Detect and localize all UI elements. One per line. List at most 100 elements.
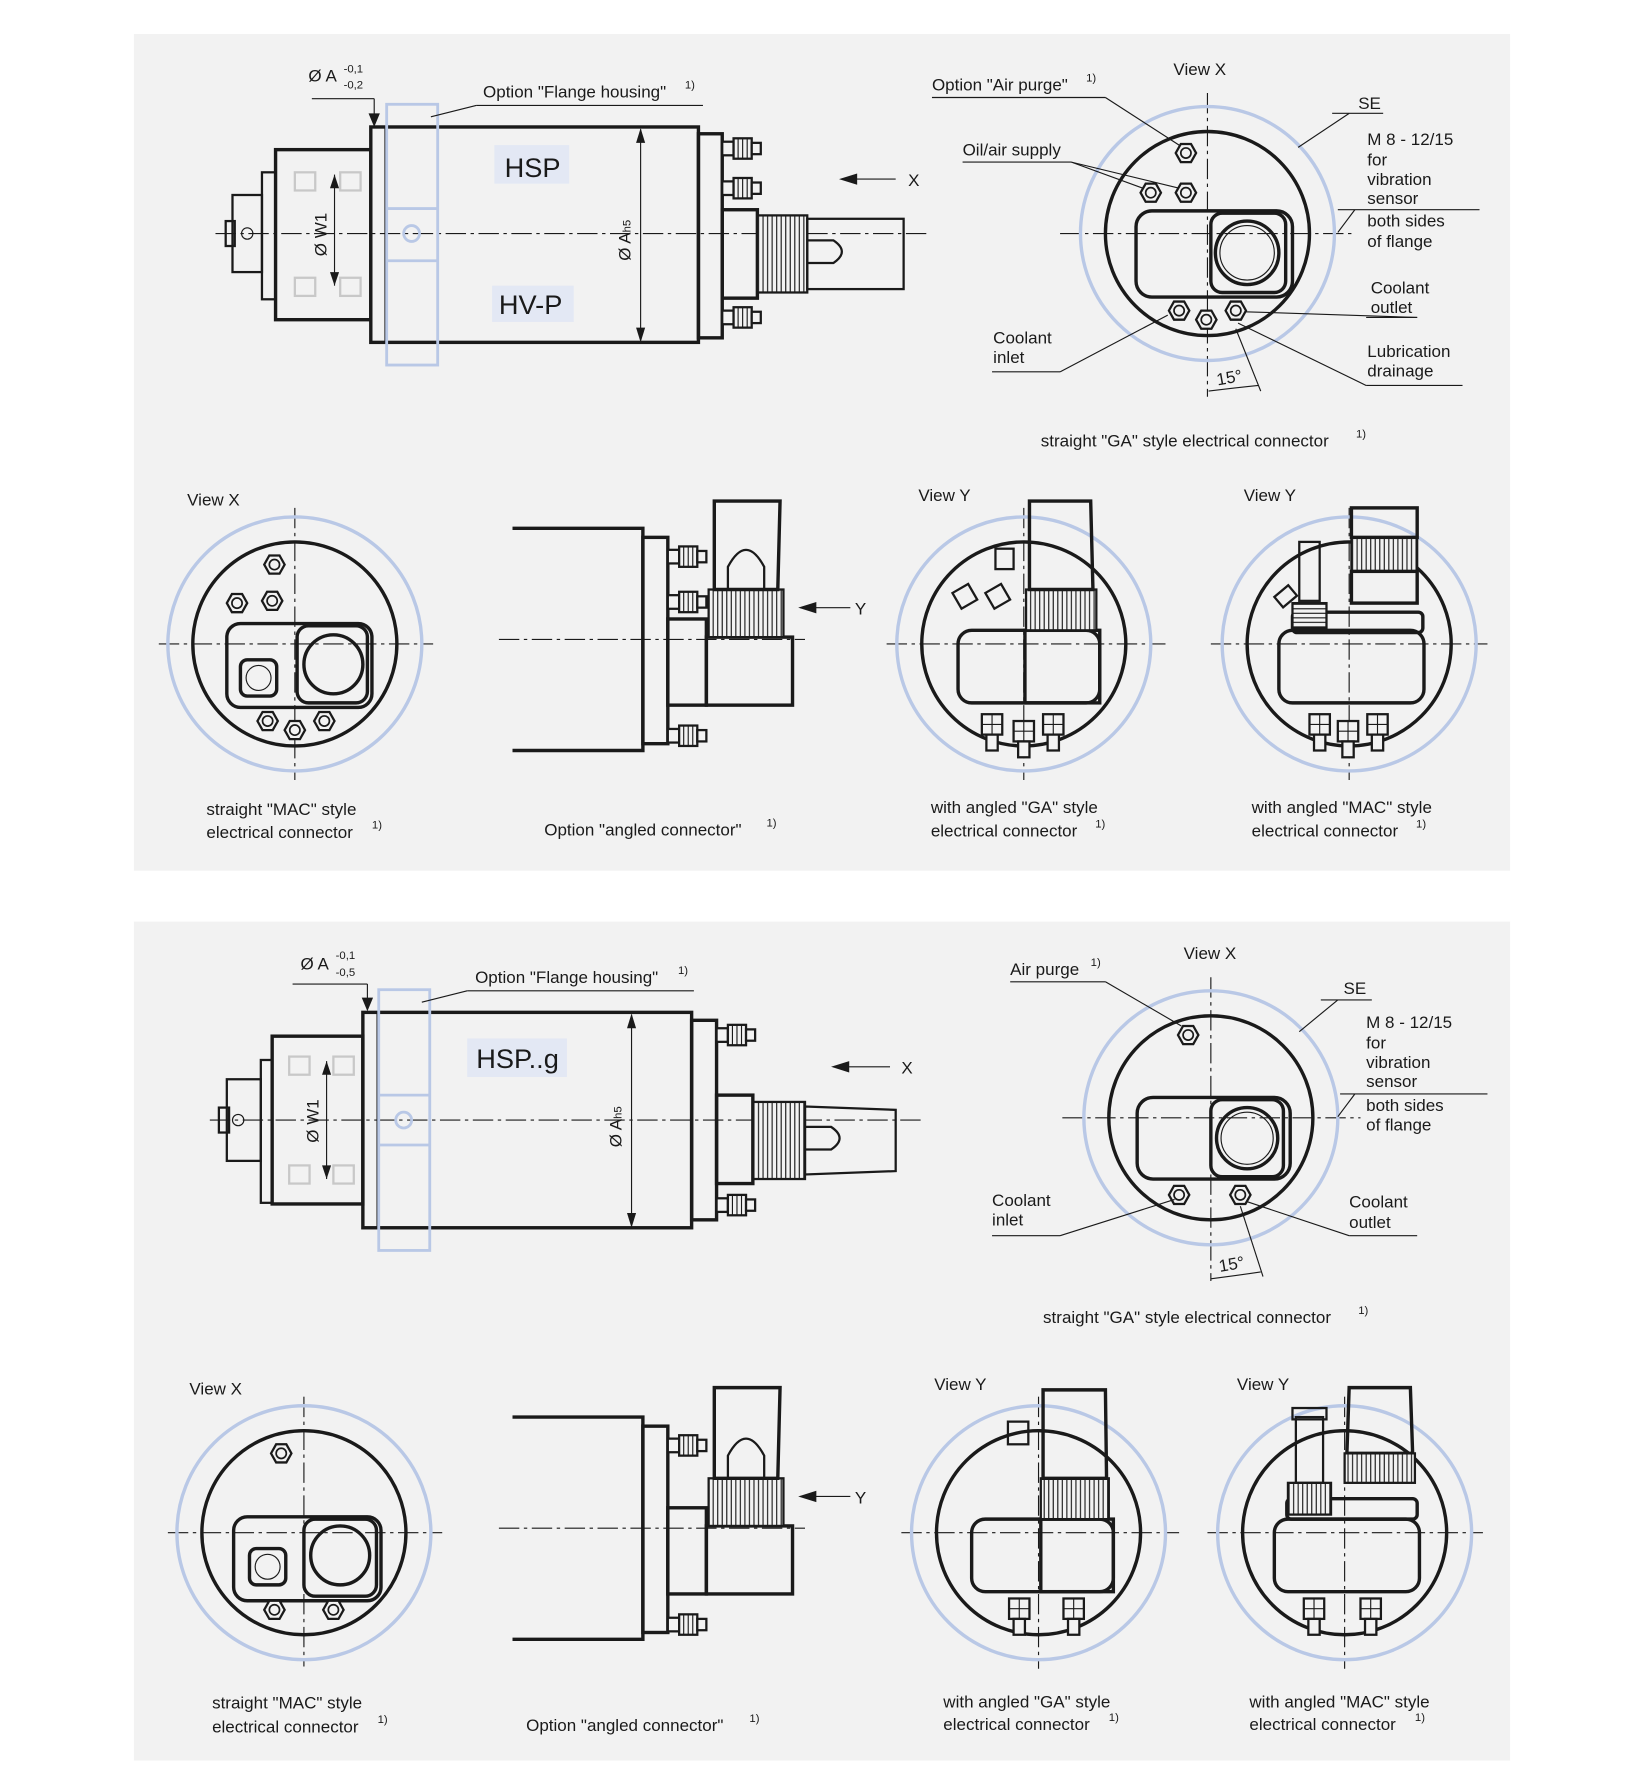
ga-angled-caption: with angled "GA" style xyxy=(942,1692,1110,1711)
fitting-icon xyxy=(1174,142,1198,164)
flange-housing-option xyxy=(385,102,440,367)
side-view-hsp-g xyxy=(209,983,925,1252)
tol-lower: -0,5 xyxy=(336,967,356,979)
sensor-label: of flange xyxy=(1366,1115,1431,1134)
sensor-label: of flange xyxy=(1367,232,1432,251)
footnote: 1) xyxy=(378,1714,388,1726)
fitting-icon xyxy=(260,590,284,612)
fitting-icon xyxy=(1167,1184,1191,1206)
coolant-inlet-label: inlet xyxy=(993,348,1024,367)
angled-connector-caption: Option "angled connector" xyxy=(526,1716,723,1735)
arrow-x-label: X xyxy=(908,171,919,190)
footnote: 1) xyxy=(678,965,688,977)
view-x-title: View X xyxy=(187,491,240,510)
fitting-icon xyxy=(1224,300,1248,321)
mac-caption: straight "MAC" style xyxy=(206,800,356,819)
angle-label: 15° xyxy=(1215,366,1244,389)
coolant-outlet-label: outlet xyxy=(1349,1213,1391,1232)
view-y-mac xyxy=(1210,506,1488,780)
flange-housing-label: Option "Flange housing" xyxy=(475,968,658,987)
fitting-icon xyxy=(1139,182,1163,203)
coolant-outlet-label: Coolant xyxy=(1371,279,1430,298)
sensor-label: M 8 - 12/15 xyxy=(1366,1013,1452,1032)
fitting-icon xyxy=(263,1599,286,1621)
dim-w1-label: Ø W1 xyxy=(312,213,331,256)
fitting-icon xyxy=(312,710,336,732)
se-label: SE xyxy=(1343,979,1366,998)
footnote: 1) xyxy=(372,820,382,832)
fitting-icon xyxy=(322,1599,345,1621)
sensor-label: M 8 - 12/15 xyxy=(1367,130,1453,149)
view-y-ga xyxy=(886,499,1166,780)
arrow-x-label: X xyxy=(901,1059,912,1078)
mac-caption: electrical connector xyxy=(212,1717,359,1736)
fitting-icon xyxy=(269,1443,293,1464)
footnote: 1) xyxy=(1415,1712,1425,1724)
mac-angled-caption: electrical connector xyxy=(1252,822,1399,841)
mac-angled-caption: with angled "MAC" style xyxy=(1248,1692,1429,1711)
view-y-ga-2 xyxy=(901,1388,1180,1669)
panel-hsp-g xyxy=(133,921,1511,1761)
fitting-icon xyxy=(283,719,307,741)
footnote: 1) xyxy=(1358,1305,1368,1317)
view-y-mac-2 xyxy=(1207,1385,1483,1669)
mac-angled-caption: with angled "MAC" style xyxy=(1251,798,1432,817)
sensor-label: both sides xyxy=(1366,1096,1443,1115)
sensor-label: for xyxy=(1366,1034,1386,1053)
coolant-inlet-label: Coolant xyxy=(992,1191,1051,1210)
air-purge-label: Option "Air purge" xyxy=(932,76,1068,95)
sensor-label: sensor xyxy=(1367,189,1418,208)
footnote: 1) xyxy=(1109,1712,1119,1724)
view-x-ga xyxy=(931,92,1480,397)
air-purge-label: Air purge xyxy=(1010,960,1079,979)
dim-w1-label: Ø W1 xyxy=(304,1099,323,1142)
sensor-label: vibration xyxy=(1367,170,1431,189)
footnote: 1) xyxy=(685,79,695,91)
ga-angled-caption: electrical connector xyxy=(931,822,1078,841)
sensor-label: for xyxy=(1367,151,1387,170)
ga-angled-caption: electrical connector xyxy=(943,1715,1090,1734)
coolant-inlet-label: Coolant xyxy=(993,329,1052,348)
view-y-title: View Y xyxy=(1237,1375,1289,1394)
tol-upper: -0,1 xyxy=(336,950,356,962)
footnote: 1) xyxy=(1356,429,1366,441)
footnote: 1) xyxy=(1086,73,1096,85)
dim-ah5-label: Ø Ah5 xyxy=(606,1106,625,1147)
angled-connector-side-view-2 xyxy=(498,1385,851,1641)
lubrication-drainage-label: drainage xyxy=(1367,361,1433,380)
view-x-ga-2 xyxy=(992,977,1488,1282)
tol-lower: -0,2 xyxy=(344,79,364,91)
view-x-mac-2 xyxy=(167,1396,443,1667)
footnote: 1) xyxy=(1416,819,1426,831)
fitting-icon xyxy=(1176,1024,1200,1046)
model-label-hsp-g: HSP..g xyxy=(476,1043,559,1074)
fitting-icon xyxy=(263,554,286,575)
dim-a-label: Ø A xyxy=(308,67,337,86)
view-x-title: View X xyxy=(189,1379,242,1398)
tol-upper: -0,1 xyxy=(344,64,364,76)
coolant-inlet-label: inlet xyxy=(992,1211,1023,1230)
view-y-title: View Y xyxy=(934,1375,986,1394)
dim-ah5-label: Ø Ah5 xyxy=(615,220,634,261)
mac-caption: electrical connector xyxy=(206,823,353,842)
fitting-icon xyxy=(256,710,279,732)
sensor-label: sensor xyxy=(1366,1072,1417,1091)
fitting-icon xyxy=(225,592,249,614)
angle-label: 15° xyxy=(1217,1253,1246,1276)
angled-connector-side-view xyxy=(498,499,851,753)
footnote: 1) xyxy=(766,817,776,829)
panel-hsp-hvp xyxy=(133,34,1511,871)
flange-housing-option xyxy=(377,988,432,1252)
coolant-outlet-label: Coolant xyxy=(1349,1192,1408,1211)
view-x-title: View X xyxy=(1184,944,1237,963)
mac-caption: straight "MAC" style xyxy=(212,1693,362,1712)
sensor-label: vibration xyxy=(1366,1053,1430,1072)
sensor-label: both sides xyxy=(1367,212,1444,231)
mac-angled-caption: electrical connector xyxy=(1249,1715,1396,1734)
view-x-caption: straight "GA" style electrical connector xyxy=(1041,432,1329,451)
fitting-icon xyxy=(1194,309,1218,330)
fitting-icon xyxy=(1167,300,1191,321)
view-y-title: View Y xyxy=(1244,486,1296,505)
coolant-outlet-label: outlet xyxy=(1371,298,1413,317)
view-x-mac xyxy=(158,507,434,780)
